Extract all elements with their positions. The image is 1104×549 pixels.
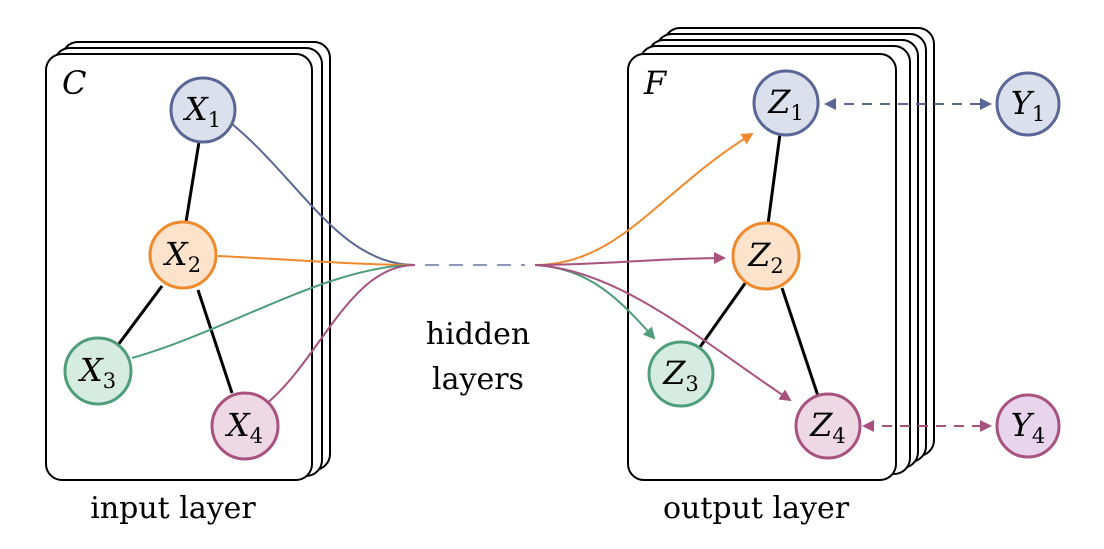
node-x3-circle — [63, 336, 133, 406]
node-x4: X4 — [210, 391, 280, 461]
input-layer-caption: input layer — [90, 491, 256, 526]
node-x1: X1 — [169, 76, 237, 144]
node-y1: Y1 — [995, 71, 1061, 137]
node-z4-label: Z4 — [809, 406, 846, 448]
node-z4: Z4 — [794, 392, 862, 460]
node-y4: Y4 — [995, 393, 1061, 459]
output-block-label: F — [643, 64, 668, 102]
connection-hidden-z1 — [534, 132, 754, 266]
node-z2-label: Z2 — [747, 236, 784, 278]
edge-x2-x3 — [116, 285, 164, 346]
connection-hidden-z4 — [534, 264, 792, 402]
edge-z2-z3 — [698, 281, 748, 348]
node-y1-circle — [995, 71, 1061, 137]
connection-hidden-z2 — [534, 252, 726, 266]
input-graph-edges — [116, 141, 234, 394]
node-x2-label: X2 — [162, 235, 201, 277]
node-z1-circle — [752, 69, 820, 137]
node-x2-circle — [148, 220, 218, 290]
connection-x2-hidden — [217, 255, 416, 266]
node-z1: Z1 — [752, 69, 820, 137]
input-connections — [131, 123, 416, 405]
edge-z1-z2 — [766, 133, 782, 225]
node-z3: Z3 — [647, 340, 715, 408]
node-z3-label: Z3 — [662, 354, 699, 396]
input-block-label: C — [62, 64, 86, 102]
hidden-label-line1: hidden — [426, 317, 530, 352]
output-layer-caption: output layer — [663, 491, 850, 526]
connection-x3-hidden — [131, 264, 416, 359]
node-x2: X2 — [148, 220, 218, 290]
edge-x1-x2 — [184, 141, 201, 223]
node-z2-circle — [731, 221, 801, 291]
edge-z2-z4 — [780, 287, 820, 397]
node-x3-label: X3 — [77, 351, 116, 393]
node-x1-circle — [169, 76, 237, 144]
edge-x2-x4 — [196, 289, 234, 394]
node-y4-label: Y4 — [1011, 406, 1046, 448]
connection-x4-hidden — [265, 264, 416, 405]
node-x3: X3 — [63, 336, 133, 406]
node-x1-label: X1 — [182, 90, 221, 132]
node-y1-label: Y1 — [1011, 84, 1046, 126]
hidden-label-line2: layers — [432, 362, 524, 397]
node-z2: Z2 — [731, 221, 801, 291]
output-connections — [534, 132, 792, 402]
node-x4-label: X4 — [224, 406, 263, 448]
node-x4-circle — [210, 391, 280, 461]
connection-x1-hidden — [231, 123, 416, 266]
node-y4-circle — [995, 393, 1061, 459]
output-graph-edges — [698, 133, 820, 397]
node-z4-circle — [794, 392, 862, 460]
node-z1-label: Z1 — [767, 83, 804, 125]
node-z3-circle — [647, 340, 715, 408]
